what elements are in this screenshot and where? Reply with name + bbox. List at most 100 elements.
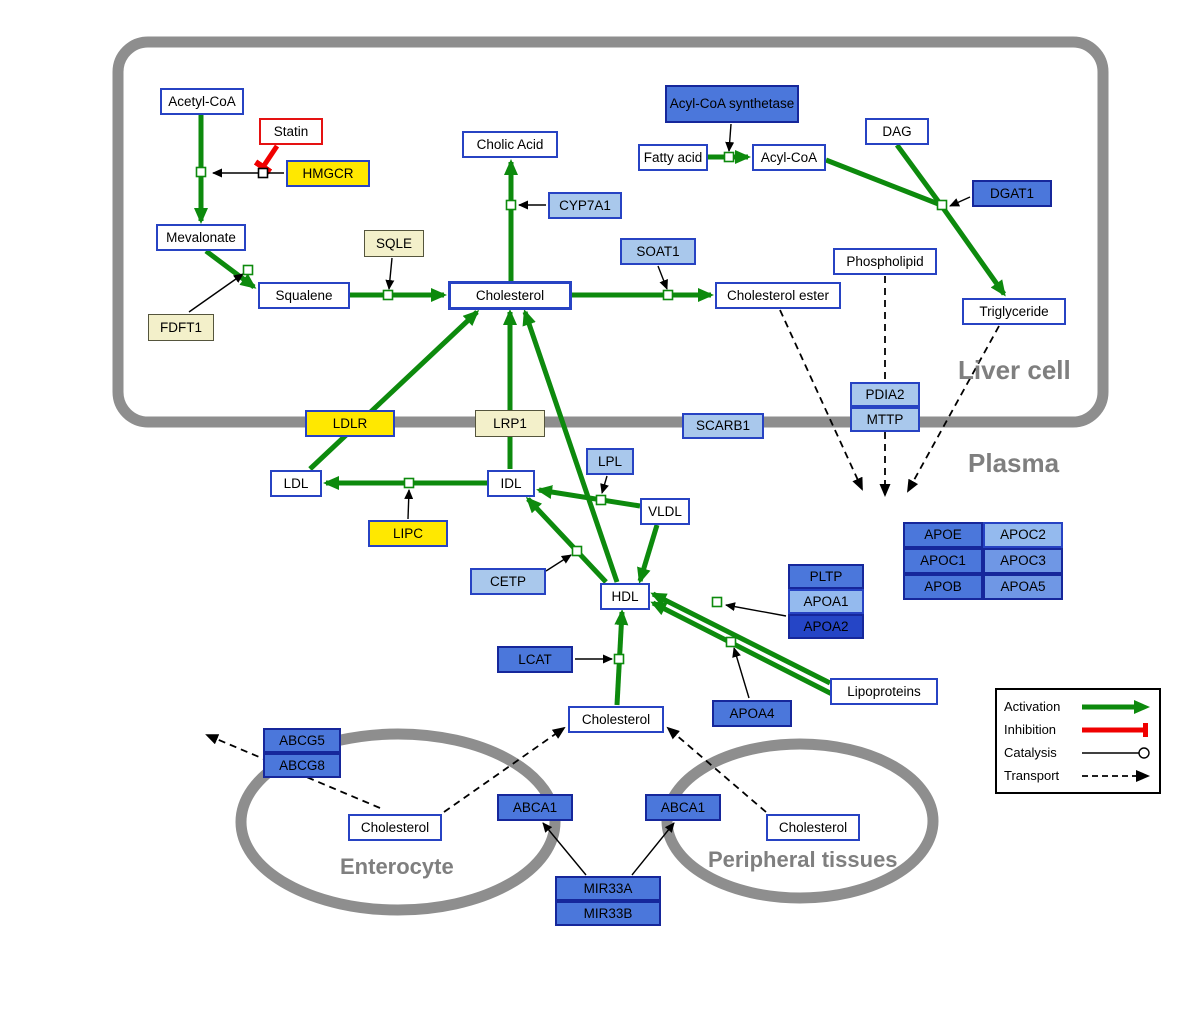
legend-row-inhibition: Inhibition [1004, 718, 1152, 741]
edge-apoa-complex-to-lipoprotein-reaction-1 [725, 602, 787, 617]
edge-cholesterol-enterocyte-to-outside [205, 734, 381, 809]
node-sqle[interactable]: SQLE [364, 230, 424, 257]
node-lrp1[interactable]: LRP1 [475, 410, 545, 437]
node-apoa5[interactable]: APOA5 [983, 574, 1063, 600]
node-mir33a[interactable]: MIR33A [555, 876, 661, 901]
enterocyte-membrane [235, 728, 561, 916]
edge-statin-to-hmgcr-reaction [253, 144, 280, 175]
node-lipc[interactable]: LIPC [368, 520, 448, 547]
node-lipoproteins[interactable]: Lipoproteins [830, 678, 938, 705]
node-mttp[interactable]: MTTP [850, 407, 920, 432]
anchor-cetp-reaction [571, 545, 583, 557]
node-acyl-coa[interactable]: Acyl-CoA [752, 144, 826, 171]
legend-box: Activation Inhibition Catalysis Transpor… [995, 688, 1161, 794]
node-fatty-acid[interactable]: Fatty acid [638, 144, 708, 171]
node-pdia2[interactable]: PDIA2 [850, 382, 920, 407]
node-cholic-acid[interactable]: Cholic Acid [462, 131, 558, 158]
node-hdl[interactable]: HDL [600, 583, 650, 610]
node-abca1-right[interactable]: ABCA1 [645, 794, 721, 821]
node-lpl[interactable]: LPL [586, 448, 634, 475]
node-dgat1[interactable]: DGAT1 [972, 180, 1052, 207]
node-statin[interactable]: Statin [259, 118, 323, 145]
legend-catalysis-label: Catalysis [1004, 745, 1057, 760]
catalysis-circle-icon [1082, 746, 1150, 759]
node-pltp[interactable]: PLTP [788, 564, 864, 589]
node-apoc2[interactable]: APOC2 [983, 522, 1063, 548]
node-apoc3[interactable]: APOC3 [983, 548, 1063, 574]
node-cholesterol-ester[interactable]: Cholesterol ester [715, 282, 841, 309]
node-mir33b[interactable]: MIR33B [555, 901, 661, 926]
edge-lipoproteins-to-hdl [650, 600, 834, 697]
node-abca1-left[interactable]: ABCA1 [497, 794, 573, 821]
node-hmgcr[interactable]: HMGCR [286, 160, 370, 187]
node-apoa1[interactable]: APOA1 [788, 589, 864, 614]
edge-cholesterol-peripheral-to-cholesterol-plasma [666, 726, 767, 813]
edge-dag-to-dgat1-reaction [894, 143, 944, 207]
node-abcg5[interactable]: ABCG5 [263, 728, 341, 753]
edge-apoa4-to-lipoprotein-reaction-2 [732, 647, 750, 699]
node-cholesterol-peripheral[interactable]: Cholesterol [766, 814, 860, 841]
node-apoa4[interactable]: APOA4 [712, 700, 792, 727]
edge-dgat1-to-dgat1-reaction [949, 196, 971, 207]
node-cholesterol-liver[interactable]: Cholesterol [448, 281, 572, 310]
node-cholesterol-enterocyte[interactable]: Cholesterol [348, 814, 442, 841]
anchor-fdft1-reaction [242, 264, 254, 276]
legend-inhibition-label: Inhibition [1004, 722, 1057, 737]
edge-lipc-to-lipc-reaction [404, 489, 414, 520]
edge-hdl-to-cholesterol-liver [522, 309, 620, 583]
node-phospholipid[interactable]: Phospholipid [833, 248, 937, 275]
node-soat1[interactable]: SOAT1 [620, 238, 696, 265]
edge-lipoproteins-to-hdl [650, 591, 832, 686]
anchor-lipoprotein-reaction-1 [711, 596, 723, 608]
anchor-lpl-reaction [595, 494, 607, 506]
node-scarb1[interactable]: SCARB1 [682, 413, 764, 439]
legend-row-activation: Activation [1004, 695, 1152, 718]
edge-cholesterol-enterocyte-to-cholesterol-plasma [443, 726, 566, 813]
node-abcg8[interactable]: ABCG8 [263, 753, 341, 778]
edge-lpl-to-lpl-reaction [600, 475, 609, 494]
enterocyte-label: Enterocyte [340, 854, 454, 879]
transport-dashed-arrow-icon [1082, 769, 1150, 782]
anchor-cyp7a1-reaction [505, 199, 517, 211]
legend-activation-label: Activation [1004, 699, 1061, 714]
anchor-soat1-reaction [662, 289, 674, 301]
node-lcat[interactable]: LCAT [497, 646, 573, 673]
node-cetp[interactable]: CETP [470, 568, 546, 595]
plasma-label: Plasma [968, 448, 1060, 478]
edge-acyl-coa-synthetase-to-acs-reaction [725, 123, 735, 152]
node-ldlr[interactable]: LDLR [305, 410, 395, 437]
anchor-sqle-reaction [382, 289, 394, 301]
node-acyl-coa-synthetase[interactable]: Acyl-CoA synthetase [665, 85, 799, 123]
inhibition-tbar-icon [1082, 722, 1148, 737]
node-triglyceride[interactable]: Triglyceride [962, 298, 1066, 325]
peripheral-tissues-membrane [661, 738, 939, 904]
node-apoa2[interactable]: APOA2 [788, 614, 864, 639]
node-ldl[interactable]: LDL [270, 470, 322, 497]
node-mevalonate[interactable]: Mevalonate [156, 224, 246, 251]
node-idl[interactable]: IDL [487, 470, 535, 497]
edge-hdl-to-idl [525, 496, 608, 584]
edge-vldl-to-hdl [637, 524, 660, 584]
edge-acyl-coa-to-dgat1-reaction [825, 157, 942, 208]
anchor-acs-reaction [723, 151, 735, 163]
node-cholesterol-plasma[interactable]: Cholesterol [568, 706, 664, 733]
legend-row-catalysis: Catalysis [1004, 741, 1152, 764]
node-fdft1[interactable]: FDFT1 [148, 314, 214, 341]
node-dag[interactable]: DAG [865, 118, 929, 145]
edge-cholesterol-ester-to-plasma [779, 309, 863, 491]
node-vldl[interactable]: VLDL [640, 498, 690, 525]
node-apoc1[interactable]: APOC1 [903, 548, 983, 574]
peripheral-tissues-label: Peripheral tissues [708, 847, 898, 872]
edge-ldl-to-cholesterol-liver [308, 309, 480, 471]
node-apoe[interactable]: APOE [903, 522, 983, 548]
anchor-statin-junction [257, 167, 269, 179]
node-cyp7a1[interactable]: CYP7A1 [548, 192, 622, 219]
node-squalene[interactable]: Squalene [258, 282, 350, 309]
edge-mir33-to-abca1-right [631, 822, 675, 876]
node-apob[interactable]: APOB [903, 574, 983, 600]
anchor-lipoprotein-reaction-2 [725, 636, 737, 648]
node-acetyl-coa[interactable]: Acetyl-CoA [160, 88, 244, 115]
liver-cell-membrane [112, 36, 1109, 428]
